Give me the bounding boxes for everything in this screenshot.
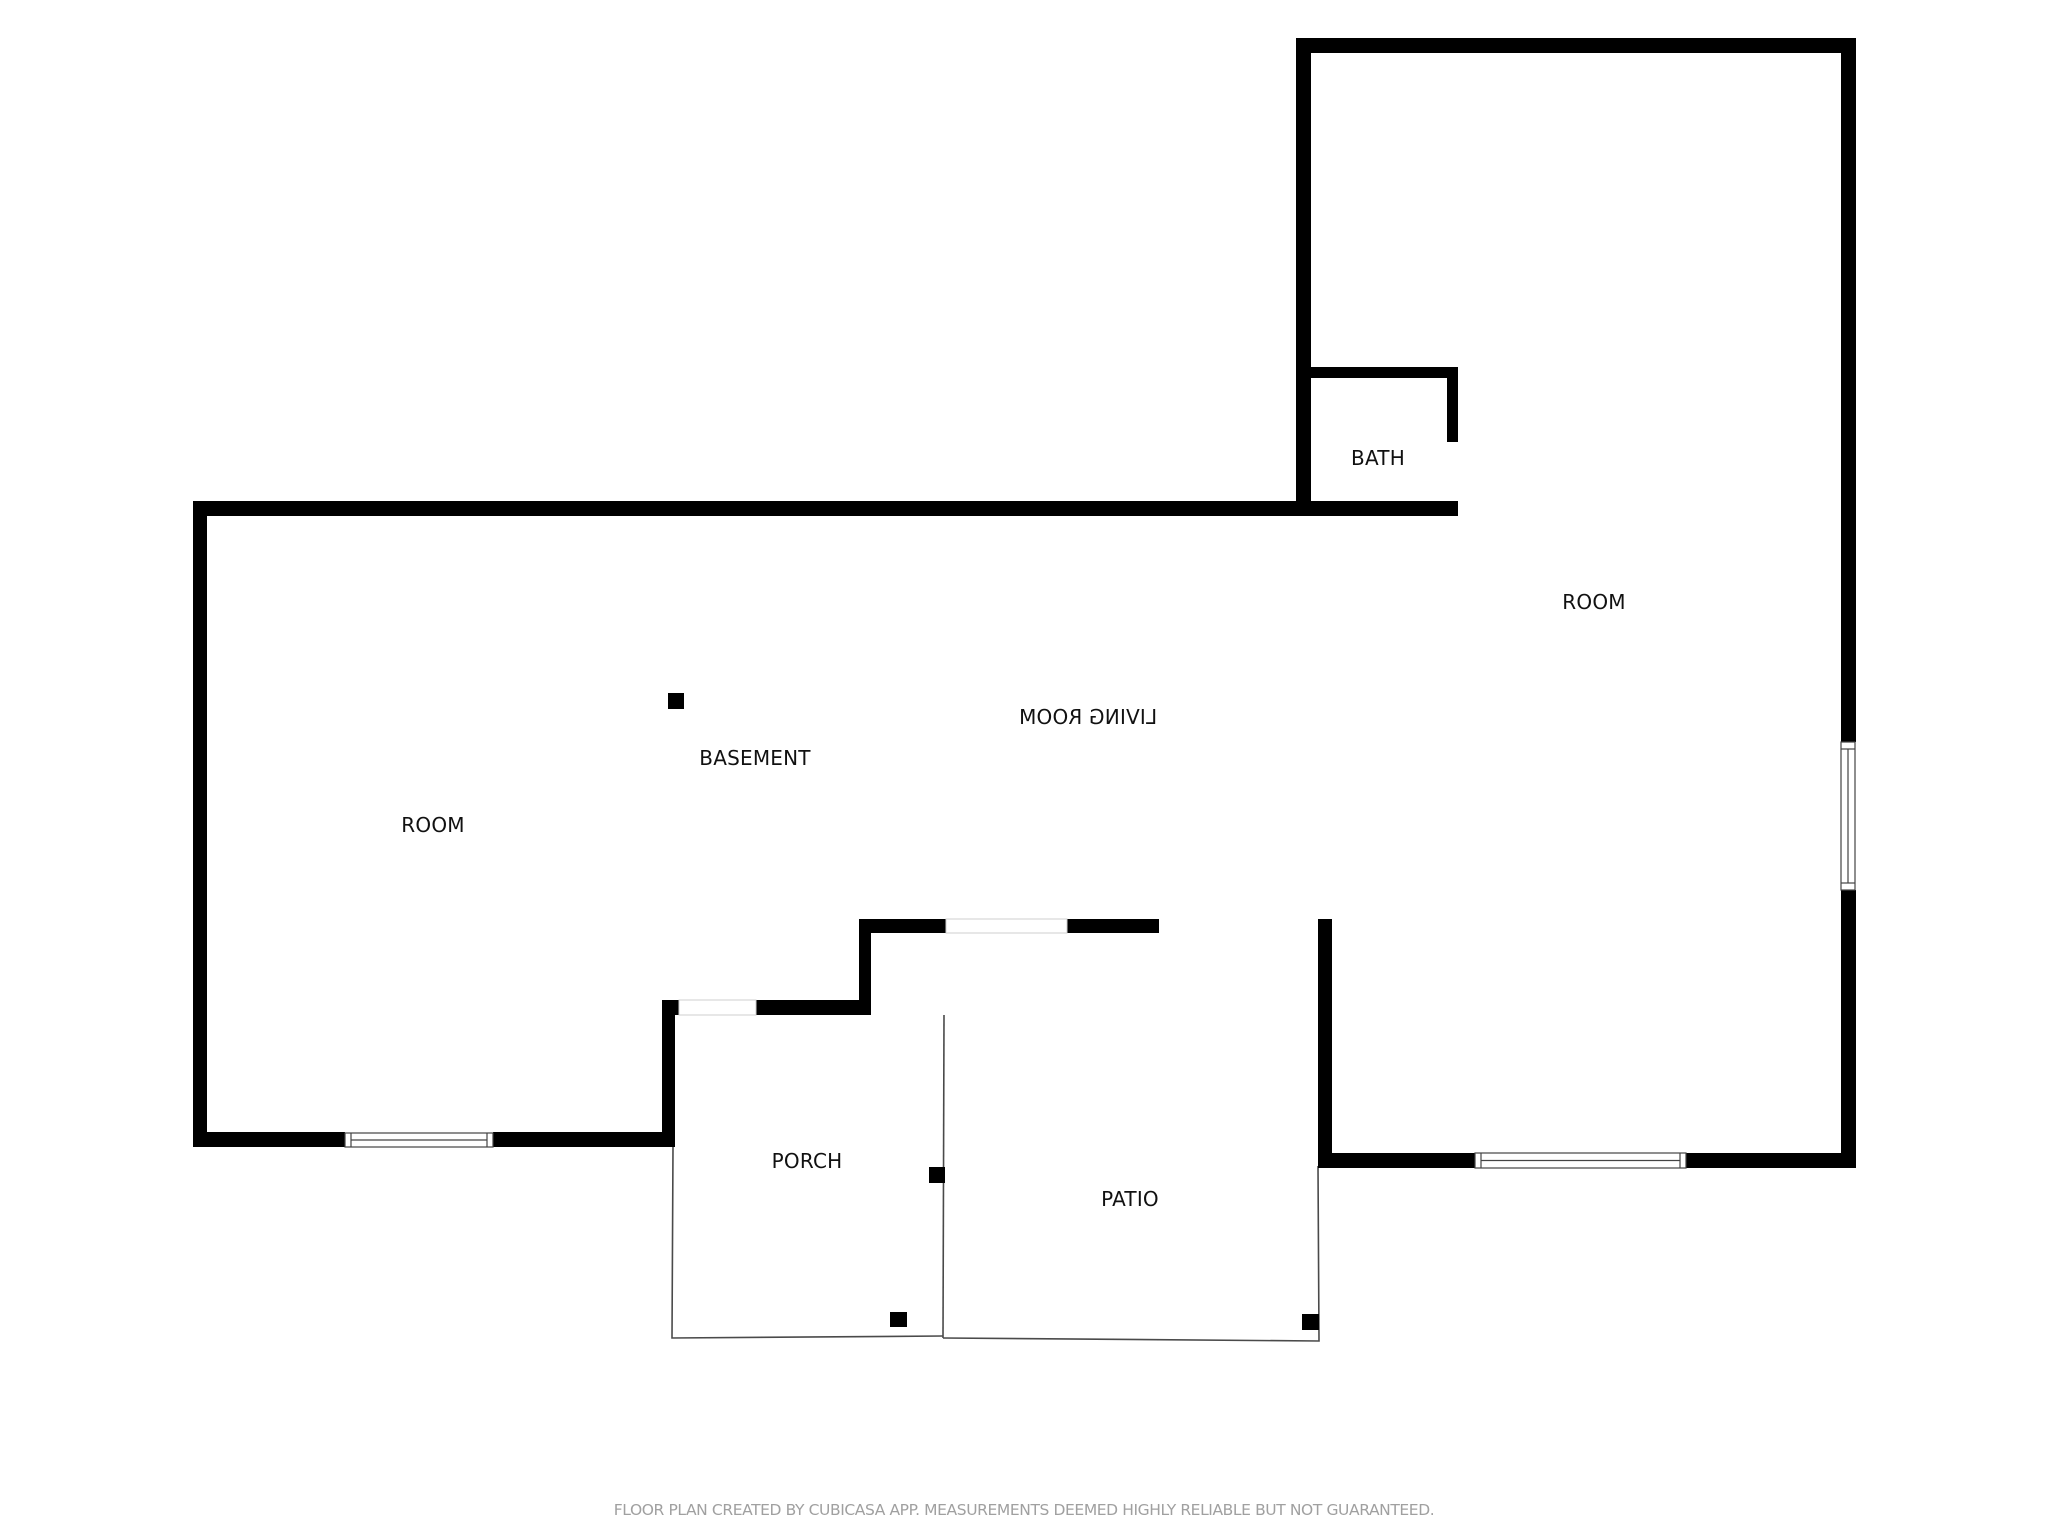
porch-outline xyxy=(671,1014,945,1339)
window-right-bottom xyxy=(1474,1152,1687,1169)
wall-right-room-left xyxy=(1296,38,1311,516)
post-porch-corner xyxy=(890,1312,907,1327)
posts xyxy=(668,693,1319,1330)
walls xyxy=(193,38,1856,1168)
room-label-living-room: LIVING ROOM xyxy=(1018,705,1158,729)
room-label-bath: BATH xyxy=(1351,446,1405,470)
opening-patio-top xyxy=(945,918,1068,934)
wall-left-bottom-a xyxy=(193,1132,345,1147)
wall-main-left xyxy=(193,501,207,1147)
window-right-side xyxy=(1840,741,1856,891)
post-porch-divider xyxy=(929,1167,945,1183)
wall-right-lower xyxy=(1841,890,1856,1168)
wall-step xyxy=(859,919,871,1015)
wall-left-bottom-b xyxy=(493,1132,675,1147)
room-label-right-room: ROOM xyxy=(1562,590,1626,614)
openings xyxy=(678,918,1068,1016)
window-left-bottom xyxy=(344,1132,494,1148)
wall-porch-left xyxy=(662,1000,675,1147)
room-label-left-room: ROOM xyxy=(401,813,465,837)
wall-right-room-top xyxy=(1296,38,1856,53)
wall-patio-top-a xyxy=(859,919,946,933)
post-patio-corner xyxy=(1302,1314,1319,1330)
footer-disclaimer: FLOOR PLAN CREATED BY CUBICASA APP. MEAS… xyxy=(613,1501,1435,1519)
wall-porch-top-b xyxy=(756,1000,871,1015)
wall-bath-top xyxy=(1296,367,1458,378)
room-label-porch: PORCH xyxy=(771,1149,843,1173)
wall-right-bottom-b xyxy=(1686,1153,1856,1168)
wall-porch-top-a xyxy=(662,1000,679,1015)
wall-right-bottom-a xyxy=(1318,1153,1475,1168)
patio-outline xyxy=(942,1165,1320,1342)
wall-bath-right-upper xyxy=(1447,367,1458,442)
wall-patio-top-b xyxy=(1067,919,1159,933)
opening-porch-top xyxy=(678,999,757,1016)
room-label-patio: PATIO xyxy=(1101,1187,1159,1211)
wall-right-upper xyxy=(1841,38,1856,742)
room-label-basement: BASEMENT xyxy=(699,746,811,770)
wall-patio-right xyxy=(1318,919,1332,1168)
wall-main-top xyxy=(193,501,1458,516)
post-basement xyxy=(668,693,684,709)
